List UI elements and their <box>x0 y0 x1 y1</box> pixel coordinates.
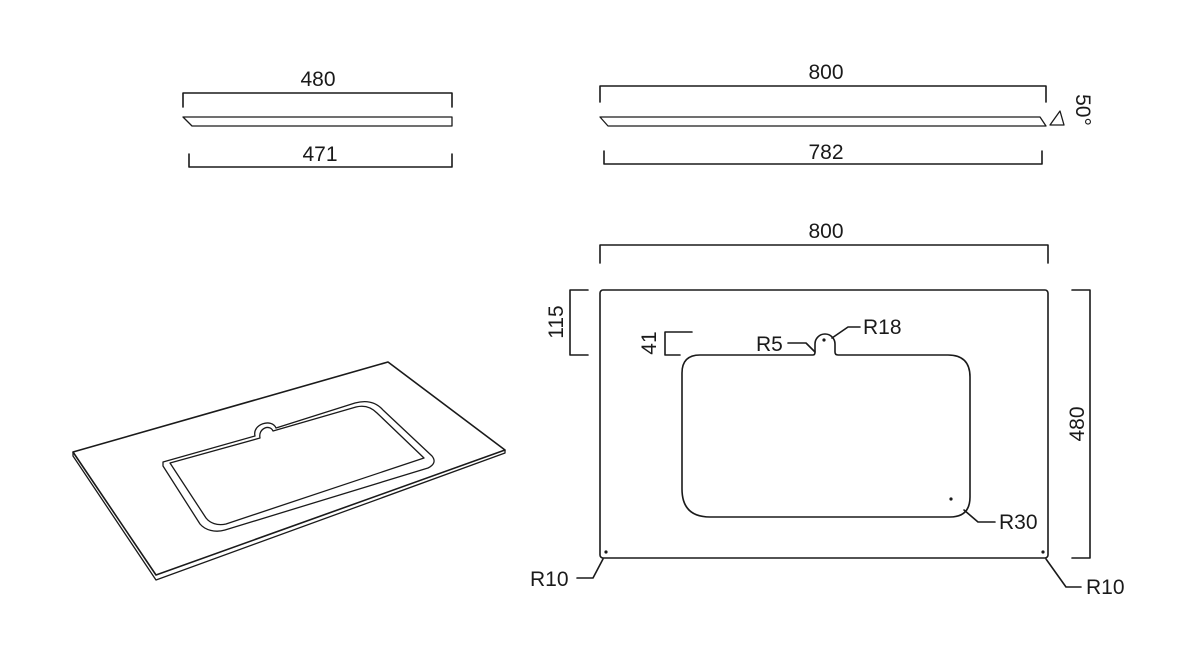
dim-41: 41 <box>638 331 661 354</box>
label-r5: R5 <box>756 333 783 356</box>
bowl-corner-point <box>949 497 953 501</box>
iso-bowl-outer <box>162 401 435 532</box>
dim-line-480-plan <box>1071 289 1091 559</box>
dim-line-480 <box>182 92 453 108</box>
dim-480: 480 <box>300 68 335 91</box>
side-view-small: 480 471 <box>182 68 453 168</box>
angle-marker <box>1049 110 1065 126</box>
dim-line-800-plan <box>599 244 1049 264</box>
angle-50: 50° <box>1071 94 1094 126</box>
dim-800-plan: 800 <box>808 220 843 243</box>
dim-800-side: 800 <box>808 61 843 84</box>
label-r18: R18 <box>863 316 902 339</box>
dim-line-800-top <box>599 85 1047 103</box>
side-view-large: 800 50° 782 <box>599 61 1094 165</box>
label-r10-right: R10 <box>1086 576 1125 599</box>
plan-view: 800 480 115 41 R5 R18 R30 R10 R10 <box>530 220 1125 599</box>
dim-line-471 <box>188 153 453 168</box>
leader-r10-left <box>576 558 604 579</box>
dim-471: 471 <box>302 143 337 166</box>
leader-r5 <box>787 342 816 353</box>
label-r10-left: R10 <box>530 568 569 591</box>
dim-115: 115 <box>545 305 568 338</box>
iso-top-outline <box>72 361 506 576</box>
dim-line-782 <box>603 150 1043 165</box>
label-r30: R30 <box>999 511 1038 534</box>
side-profile-large <box>599 116 1047 127</box>
iso-bowl-inner <box>169 405 425 526</box>
iso-side-edge <box>72 450 506 581</box>
leader-r18 <box>831 326 861 339</box>
drain-point <box>822 338 826 342</box>
dim-480-plan: 480 <box>1066 406 1089 441</box>
leader-r30 <box>963 509 996 523</box>
dim-line-41 <box>664 331 693 356</box>
dim-line-115 <box>569 289 589 356</box>
corner-point-left <box>604 550 608 554</box>
countertop-outline <box>599 289 1049 559</box>
side-profile-small <box>182 116 453 127</box>
bowl-outline <box>681 333 971 518</box>
isometric-view <box>72 361 506 581</box>
dim-782: 782 <box>808 141 843 164</box>
corner-point-right <box>1041 550 1045 554</box>
leader-r10-right <box>1045 558 1082 588</box>
